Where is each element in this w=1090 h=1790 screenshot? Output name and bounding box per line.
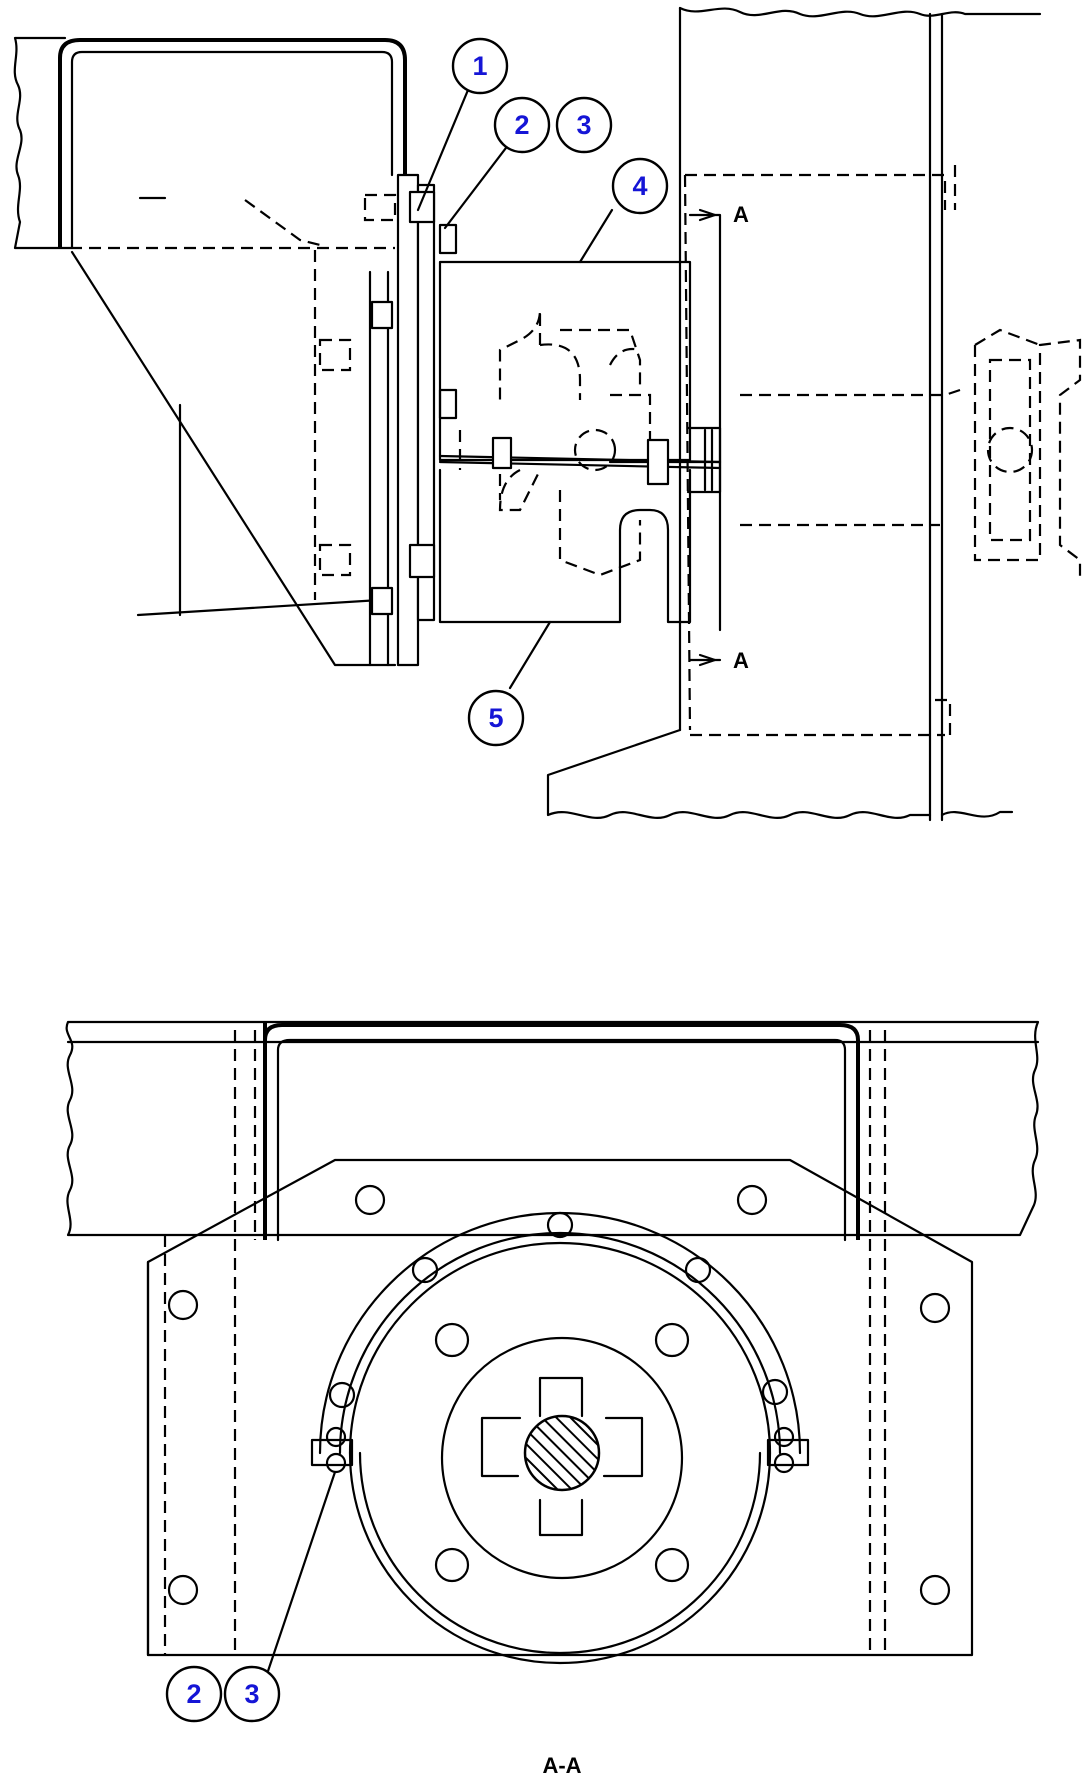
leader-2-3 [443,138,514,230]
u-bracket [58,38,407,248]
bolt-head [408,190,436,224]
yoke-hidden [973,328,1082,580]
flange-bolt [411,1256,439,1284]
guard-flange-inner [338,1231,782,1455]
shaft-section-hatched [523,1414,601,1492]
yoke-hub-hidden [986,426,1034,474]
section-arrow-bottom [698,653,717,667]
hub-bolt [434,1547,470,1583]
hub-bolt [654,1322,690,1358]
leader-1 [416,88,470,212]
right-frame-bottom [546,728,1014,819]
bolt-head [370,300,394,330]
gusset-plate [70,250,397,667]
section-callout-3-label: 3 [244,1679,259,1709]
plate-bolts [313,190,458,616]
callout-5-label: 5 [488,703,503,733]
section-callout-3: 3 [223,1665,281,1723]
callout-2-label: 2 [514,110,529,140]
leader-frame [136,598,382,617]
callout-3-label: 3 [576,110,591,140]
guard-lower-part-5 [438,468,692,624]
leader-4 [578,208,614,264]
guard-upper-part-4 [438,260,692,462]
callout-2: 2 [493,96,551,154]
section-arrow-top [698,208,717,222]
bolt-hex [167,1289,199,1321]
frame-hidden-lines-2 [935,165,957,735]
hub-bolt [654,1547,690,1583]
guard-flange-inner-2 [348,1241,772,1455]
section-mark-bottom: A [733,648,749,673]
clamp-bolt-left [325,1452,347,1474]
section-u-bracket [263,1022,860,1240]
bolt-hex [919,1292,951,1324]
nut [438,223,458,255]
callout-1-label: 1 [472,51,487,81]
clamp-ear-right [766,1438,810,1467]
coupling-hidden [498,309,642,577]
mounting-plate-outer [396,173,420,667]
flange-bolt [328,1381,356,1409]
leader-5 [508,620,552,690]
plate-bolt-heads [167,1184,951,1606]
clamp-nut-right [773,1426,795,1448]
nut [438,388,458,420]
flange-bolt [761,1378,789,1406]
mounting-plate-inner [416,183,436,622]
callout-5: 5 [467,689,525,747]
bolt-hex [167,1574,199,1606]
coupling-hub [440,1336,684,1580]
gusset-hidden [244,199,321,247]
hub-bolt [434,1322,470,1358]
section-mark-top: A [733,202,749,227]
section-view: 2 3 A-A [65,1020,1040,1778]
guard-fastener [491,436,513,470]
section-frame-member [65,1020,1040,1237]
hidden-bolt [363,193,397,222]
shaft-nut [646,438,670,486]
bolt-head [408,543,436,579]
clamp-nut-left [325,1426,347,1448]
u-bracket-inner [70,50,394,250]
bolt-hex [354,1184,386,1216]
coupling-hub-hidden [573,428,617,472]
hub-bolts [434,1322,690,1583]
bolt-head [370,586,394,616]
frame-hidden-box [683,173,947,737]
hidden-bolt [318,543,352,577]
top-view: A A 1 2 3 4 5 [13,6,1082,822]
frame-hidden-lines [740,388,961,527]
callout-4-label: 4 [632,171,647,201]
coupling-spider [480,1376,644,1537]
callout-1: 1 [451,37,509,95]
guard-flange-2 [438,460,722,470]
hidden-bolt [318,338,352,372]
section-title: A-A [542,1753,581,1778]
coupling-hidden-2 [609,347,641,366]
callout-4: 4 [611,157,669,215]
flange-bolt [546,1211,574,1239]
clamp-ear-left [310,1438,354,1467]
section-callout-2-label: 2 [186,1679,201,1709]
leader-section-2-3 [263,1470,337,1682]
bolt-hex [736,1184,768,1216]
guard-lower-half [348,1451,772,1665]
shaft-splines [703,428,714,492]
section-callout-2: 2 [165,1665,223,1723]
bolt-hex [919,1574,951,1606]
guard-lower-half-inner [358,1451,762,1655]
flange-bolt [684,1256,712,1284]
clamp-bolt-right [773,1452,795,1474]
section-u-bracket-inner [276,1038,847,1242]
coupling-hidden-3 [610,393,652,440]
right-frame-member [678,6,1042,18]
flange-bolts [328,1211,789,1409]
callout-3: 3 [555,96,613,154]
